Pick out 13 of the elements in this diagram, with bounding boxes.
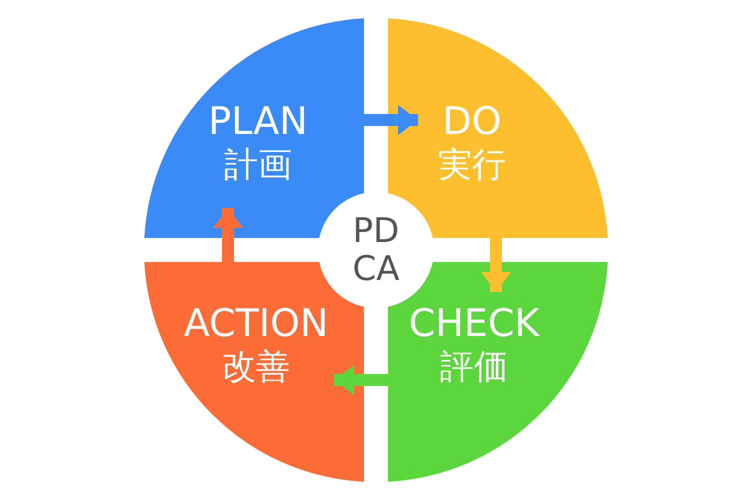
arrow xyxy=(213,208,243,262)
arrow xyxy=(334,365,388,395)
phase-subtitle: 評価 xyxy=(440,346,508,388)
phase-subtitle: 実行 xyxy=(438,144,506,186)
phase-title: PLAN xyxy=(208,98,308,144)
phase-title: CHECK xyxy=(408,300,540,346)
phase-subtitle: 計画 xyxy=(224,144,292,186)
arrow xyxy=(481,238,511,292)
phase-subtitle: 改善 xyxy=(222,346,290,388)
phase-title: ACTION xyxy=(184,300,328,346)
phase-title: DO xyxy=(442,98,502,144)
center-label: PD CA xyxy=(352,212,400,288)
arrow xyxy=(364,105,418,135)
